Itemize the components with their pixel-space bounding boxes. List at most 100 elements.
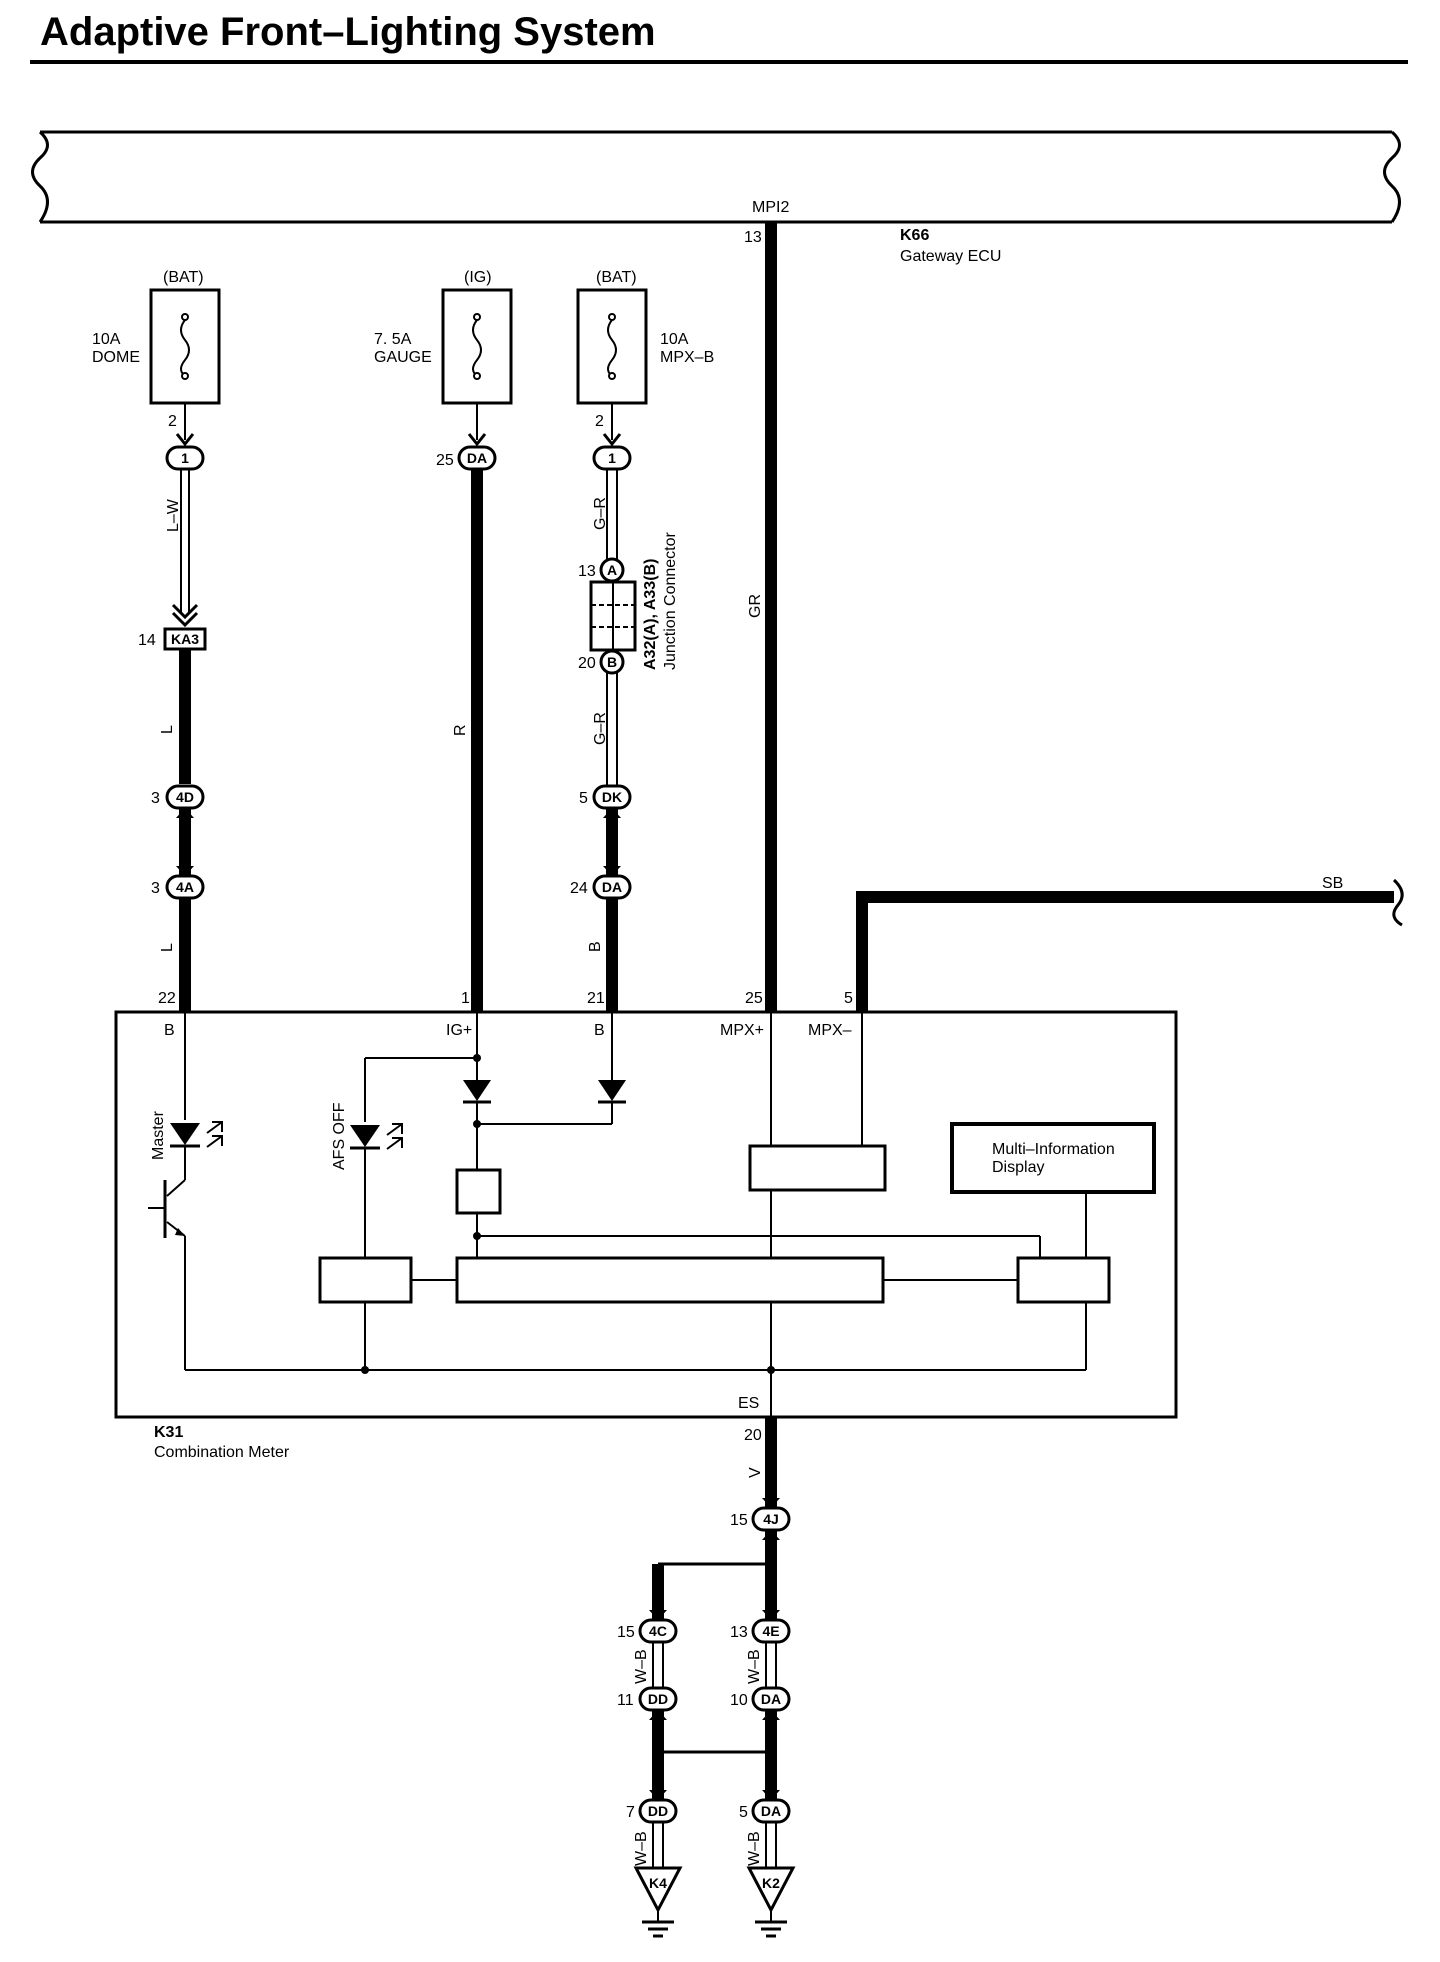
ground-k4-id: K4: [649, 1875, 667, 1891]
connector-4j-id: 4J: [763, 1511, 779, 1527]
fuse-dome-rating: 10A: [92, 331, 121, 348]
connector-4e: 4E 13: [730, 1618, 791, 1644]
gateway-ecu: MPI2 13 K66 Gateway ECU: [31, 130, 1401, 265]
sb-wire: [856, 891, 1394, 1012]
fuse-gauge-rating: 7. 5A: [374, 331, 412, 348]
wire-l1-label: L: [159, 725, 176, 734]
fuse-mpxb: (BAT) 10A MPX–B 2: [576, 269, 714, 430]
connector-ka3-pin: 14: [138, 632, 156, 649]
meter-terminal-ig: IG+: [446, 1022, 472, 1039]
afs-off-led-label: AFS OFF: [331, 1102, 348, 1170]
junction-desc: Junction Connector: [662, 531, 679, 670]
junction-b-id: B: [607, 654, 617, 670]
fuse-mpxb-rating: 10A: [660, 331, 689, 348]
fuse-gauge: (IG) 7. 5A GAUGE 25: [374, 269, 513, 469]
connector-4a: 4A 3: [151, 874, 205, 900]
meter-terminal-b1: B: [164, 1022, 175, 1039]
meter-pin-25: 25: [745, 990, 763, 1007]
meter-pin-1: 1: [461, 990, 470, 1007]
meter-terminal-mpx-minus: MPX–: [808, 1022, 852, 1039]
fuse-gauge-name: GAUGE: [374, 349, 432, 366]
mid-label-line2: Display: [992, 1159, 1044, 1176]
combination-meter: 22 1 21 25 5 B IG+ B MPX+ MPX– Master AF…: [114, 990, 1178, 1461]
wire-wb1-label: W–B: [633, 1649, 650, 1684]
connector-4e-id: 4E: [762, 1623, 779, 1639]
connector-da-10-pin: 10: [730, 1692, 748, 1709]
connector-dk-id: DK: [602, 789, 622, 805]
meter-terminal-b2: B: [594, 1022, 605, 1039]
meter-terminal-mpx-plus: MPX+: [720, 1022, 764, 1039]
connector-4a-id: 4A: [176, 879, 194, 895]
page-title: Adaptive Front–Lighting System: [40, 10, 656, 54]
meter-terminal-es: ES: [738, 1395, 759, 1412]
connector-4c-id: 4C: [649, 1623, 667, 1639]
meter-id: K31: [154, 1424, 183, 1441]
connector-4c: 4C 15: [617, 1618, 678, 1644]
connector-mpxb-1-id: 1: [608, 450, 616, 466]
junction-b-pin: 20: [578, 655, 596, 672]
fuse-dome: (BAT) 10A DOME 2: [92, 269, 221, 430]
connector-da-5-pin: 5: [739, 1804, 748, 1821]
wire-gr1-label: G–R: [592, 497, 609, 530]
wire-wb3-label: W–B: [633, 1831, 650, 1866]
junction-a-id: A: [607, 562, 617, 578]
connector-da-10: DA 10: [730, 1686, 791, 1712]
connector-ka3: KA3 14: [138, 627, 207, 651]
wire-b-label: B: [587, 941, 604, 952]
connector-dd-11-id: DD: [648, 1691, 668, 1707]
connector-dd-11-pin: 11: [617, 1692, 634, 1709]
gateway-id: K66: [900, 227, 929, 244]
wire-wb2-label: W–B: [746, 1649, 763, 1684]
connector-4j-pin: 15: [730, 1512, 748, 1529]
fuse-gauge-pin: 25: [436, 452, 454, 469]
connector-gauge-da: DA: [457, 445, 497, 471]
connector-ka3-id: KA3: [171, 631, 199, 647]
fuse-mpxb-name: MPX–B: [660, 349, 714, 366]
connector-da-24-id: DA: [602, 879, 622, 895]
meter-name: Combination Meter: [154, 1444, 290, 1461]
connector-4e-pin: 13: [730, 1624, 748, 1641]
fuse-dome-source: (BAT): [163, 269, 204, 286]
junction-name: A32(A), A33(B): [642, 559, 659, 670]
mid-label-line1: Multi–Information: [992, 1141, 1115, 1158]
fuse-gauge-source: (IG): [464, 269, 492, 286]
connector-da-10-id: DA: [761, 1691, 781, 1707]
connector-dk: DK 5: [579, 784, 632, 810]
meter-pin-20: 20: [744, 1427, 762, 1444]
connector-dome-1: 1: [165, 445, 205, 471]
gr-wire-label: GR: [747, 594, 764, 618]
connector-4d-pin: 3: [151, 790, 160, 807]
fuse-dome-pin: 2: [168, 413, 177, 430]
junction-connector: A 13 B 20 A32(A), A33(B) Junction Connec…: [578, 531, 679, 675]
fuse-mpxb-pin: 2: [595, 413, 604, 430]
ground-k2-id: K2: [762, 1875, 780, 1891]
connector-da-24: DA 24: [570, 874, 632, 900]
wire-sb-label: SB: [1322, 875, 1343, 892]
wire-r-label: R: [452, 724, 469, 736]
meter-pin-21: 21: [587, 990, 605, 1007]
connector-dk-pin: 5: [579, 790, 588, 807]
wire-lw-label: L–W: [165, 498, 182, 532]
connector-4d-id: 4D: [176, 789, 194, 805]
fuse-mpxb-source: (BAT): [596, 269, 637, 286]
gateway-name: Gateway ECU: [900, 248, 1001, 265]
connector-da-24-pin: 24: [570, 880, 588, 897]
connector-gauge-da-id: DA: [467, 450, 487, 466]
connector-dome-1-id: 1: [181, 450, 189, 466]
ground-k2: K2: [746, 1866, 796, 1938]
connector-da-5-id: DA: [761, 1803, 781, 1819]
wire-wb4-label: W–B: [746, 1831, 763, 1866]
fuse-dome-name: DOME: [92, 349, 140, 366]
master-led-label: Master: [150, 1110, 167, 1160]
junction-a-pin: 13: [578, 563, 596, 580]
wire-gr2-label: G–R: [592, 712, 609, 745]
connector-dd-7-pin: 7: [626, 1804, 635, 1821]
connector-da-5: DA 5: [739, 1798, 791, 1824]
wire-l2-label: L: [159, 943, 176, 952]
gateway-pin: 13: [744, 229, 762, 246]
connector-dd-7: DD 7: [626, 1798, 678, 1824]
meter-pin-5: 5: [844, 990, 853, 1007]
wire-v-label: V: [747, 1467, 764, 1478]
connector-mpxb-1: 1: [592, 445, 632, 471]
